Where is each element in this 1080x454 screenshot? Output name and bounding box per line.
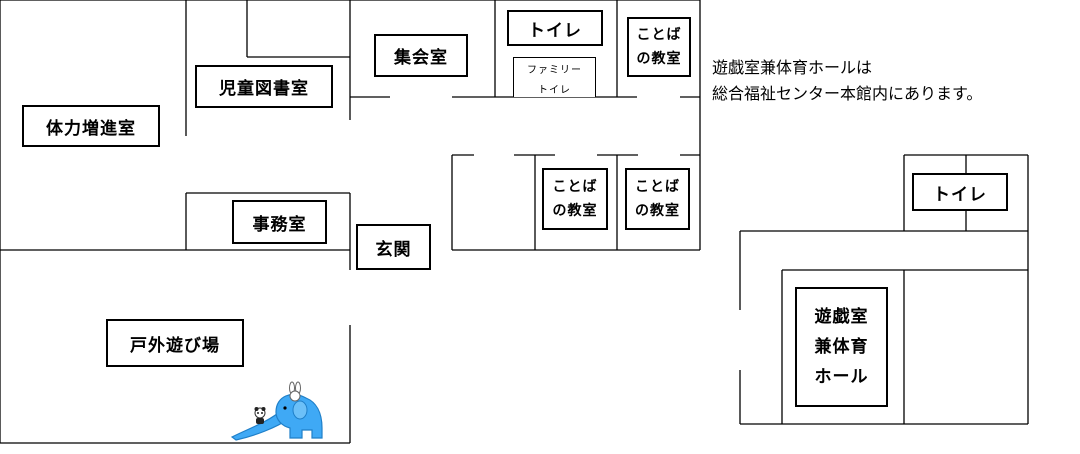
kotoba-2-line1: ことば xyxy=(552,179,598,195)
entrance-label: 玄関 xyxy=(356,224,431,270)
location-note: 遊戯室兼体育ホールは 総合福祉センター本館内にあります。 xyxy=(712,55,982,107)
childrens-library-label: 児童図書室 xyxy=(195,65,333,108)
kotoba-2-line2: の教室 xyxy=(552,203,598,219)
kotoba-3-line1: ことば xyxy=(635,179,680,195)
office-label: 事務室 xyxy=(232,200,327,244)
playroom-gym-hall-label: 遊戯室 兼体育 ホール xyxy=(795,287,888,407)
playroom-line3: ホール xyxy=(814,367,869,387)
kotoba-1-line1: ことば xyxy=(636,27,682,43)
playroom-line1: 遊戯室 xyxy=(814,307,869,327)
toilet-top-label: トイレ xyxy=(507,10,603,46)
elephant-ear xyxy=(292,400,308,420)
family-toilet-line1: ファミリー xyxy=(527,65,582,76)
bunny-figure xyxy=(289,381,301,402)
family-toilet-line2: トイレ xyxy=(538,85,571,96)
kotoba-classroom-3-label: ことば の教室 xyxy=(625,168,690,230)
location-note-line1: 遊戯室兼体育ホールは xyxy=(712,58,873,77)
kotoba-1-line2: の教室 xyxy=(636,51,682,67)
playroom-line2: 兼体育 xyxy=(814,337,869,357)
family-toilet-label: ファミリー トイレ xyxy=(513,57,596,97)
kotoba-classroom-2-label: ことば の教室 xyxy=(542,168,608,230)
kotoba-3-line2: の教室 xyxy=(635,203,680,219)
location-note-line2: 総合福祉センター本館内にあります。 xyxy=(712,84,983,103)
assembly-room-label: 集会室 xyxy=(374,34,468,77)
toilet-annex-label: トイレ xyxy=(912,173,1008,211)
main-building-walls xyxy=(0,0,701,444)
fitness-room-label: 体力増進室 xyxy=(22,105,160,147)
elephant-eye xyxy=(283,406,287,410)
panda-figure xyxy=(254,407,266,424)
annex-building-walls xyxy=(739,154,1029,425)
outdoor-playground-label: 戸外遊び場 xyxy=(106,319,244,367)
elephant-slide-illustration xyxy=(230,381,323,441)
kotoba-classroom-1-label: ことば の教室 xyxy=(627,17,691,77)
